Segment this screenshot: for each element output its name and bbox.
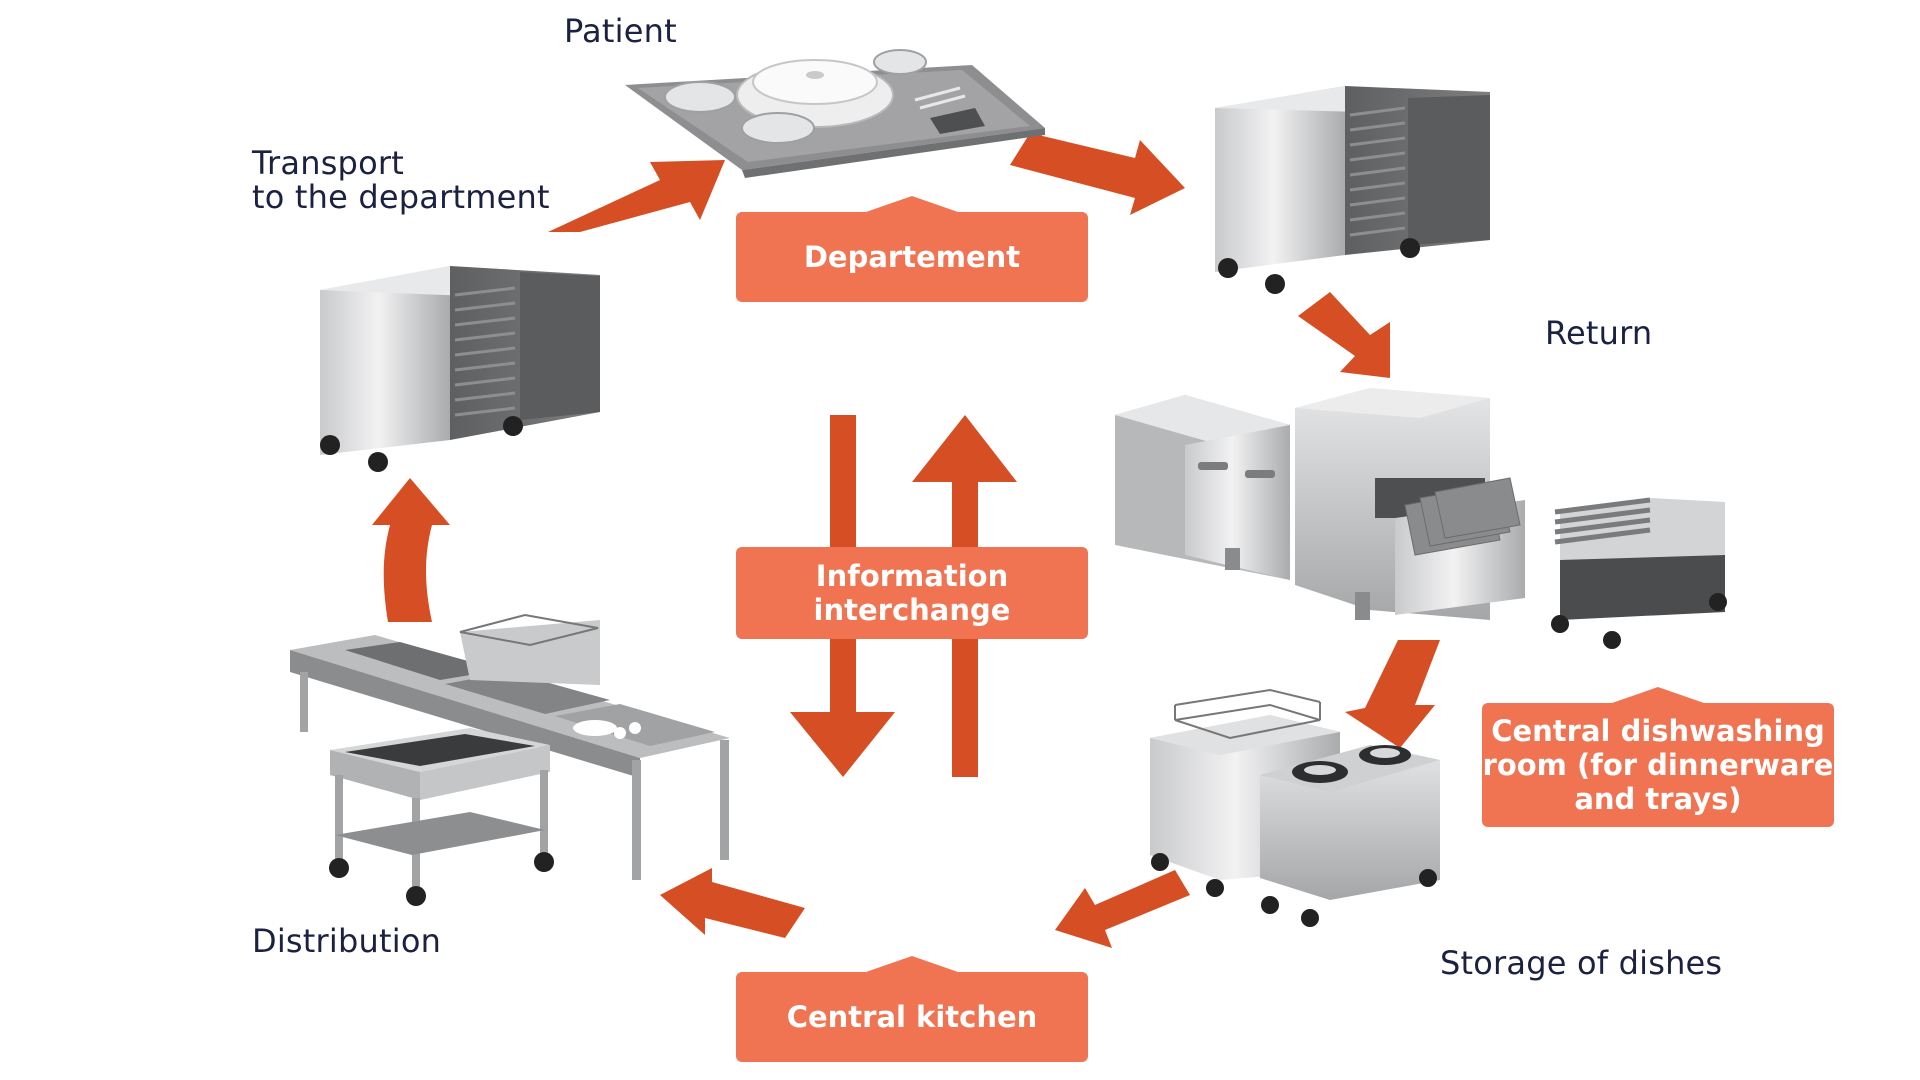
- box-kitchen-label: Central kitchen: [786, 1000, 1038, 1034]
- box-dishwashing-notch: [1612, 687, 1704, 703]
- box-kitchen-notch: [866, 956, 958, 972]
- arrow-distribution-to-transport: [372, 478, 450, 622]
- box-department-label: Departement: [803, 240, 1021, 274]
- dish-storage-illustration: [1150, 688, 1440, 927]
- box-dish-line3: and trays): [1574, 782, 1742, 816]
- label-return: Return: [1545, 314, 1653, 352]
- box-department-notch: [866, 196, 958, 212]
- arrow-patient-to-return-cart: [1010, 133, 1185, 215]
- distribution-line-illustration: [290, 613, 730, 906]
- box-dish-line2: room (for dinnerware: [1482, 748, 1834, 782]
- arrow-kitchen-to-distribution: [660, 868, 805, 938]
- box-info-line2: interchange: [813, 593, 1011, 627]
- box-information-interchange: Information interchange: [736, 547, 1088, 639]
- label-transport-line2: to the department: [252, 178, 550, 216]
- label-patient: Patient: [564, 12, 677, 50]
- box-info-line1: Information: [815, 559, 1009, 593]
- arrow-storage-to-kitchen: [1055, 870, 1190, 948]
- dishwasher-illustration: [1115, 388, 1727, 649]
- box-department: Departement: [736, 196, 1088, 302]
- food-cart-transport-illustration: [320, 266, 600, 472]
- label-distribution: Distribution: [252, 922, 442, 960]
- patient-tray-illustration: [625, 49, 1045, 178]
- box-central-kitchen: Central kitchen: [736, 956, 1088, 1062]
- arrow-cart-to-dishwasher: [1298, 292, 1390, 378]
- label-transport-line1: Transport: [252, 144, 404, 182]
- box-central-dishwashing: Central dishwashing room (for dinnerware…: [1482, 687, 1834, 827]
- label-storage: Storage of dishes: [1440, 944, 1723, 982]
- arrow-dishwasher-to-storage: [1345, 640, 1440, 748]
- arrow-transport-to-patient: [548, 160, 725, 232]
- food-cart-return-illustration: [1215, 86, 1490, 294]
- label-transport: Transport to the department: [252, 146, 550, 214]
- box-dish-line1: Central dishwashing: [1491, 714, 1825, 748]
